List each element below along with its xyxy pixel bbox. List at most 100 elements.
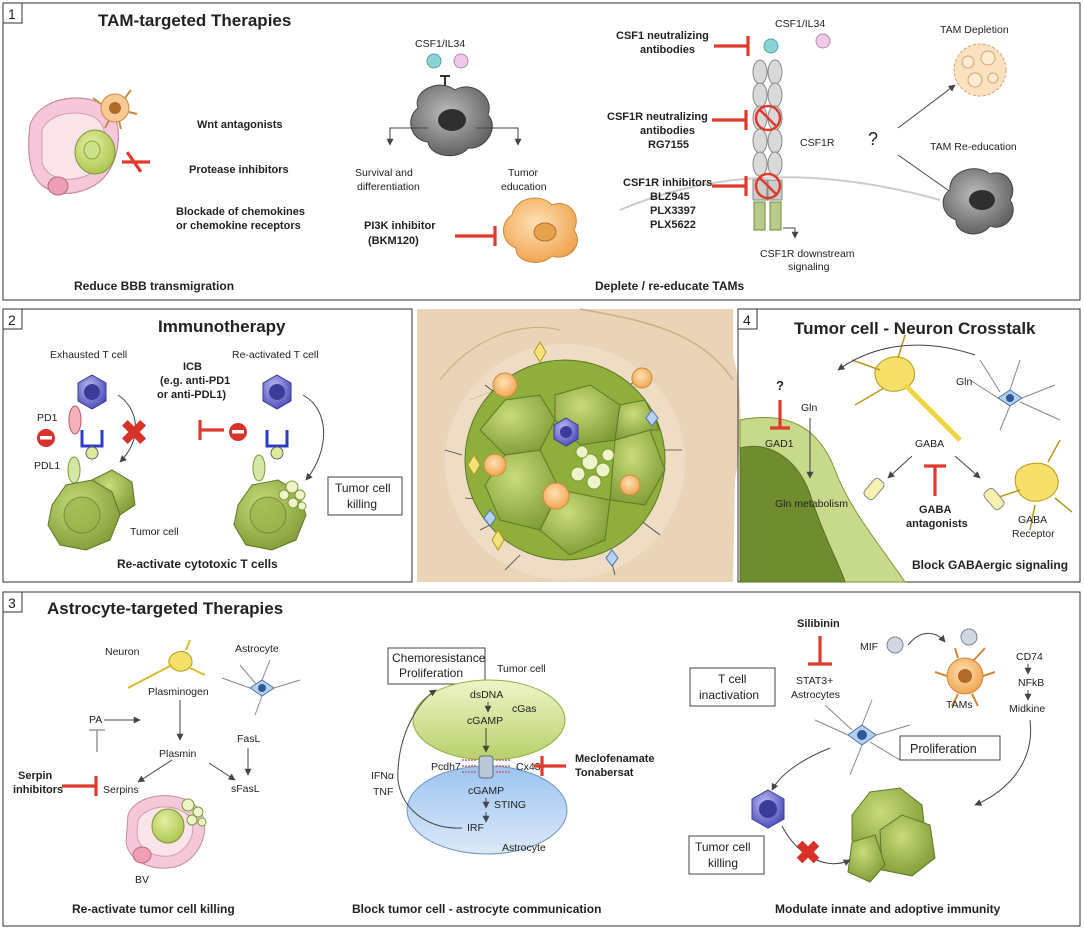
stat3-line2: Astrocytes [791, 689, 840, 701]
reactivated-tcell-label: Re-activated T cell [232, 349, 319, 361]
gad1-label: GAD1 [765, 438, 794, 450]
pdl1-label: PDL1 [34, 460, 60, 472]
no-symbol-icon-top [754, 104, 782, 132]
panel-1-question-mark: ? [868, 129, 878, 149]
gap-junction-icon [462, 755, 510, 779]
downstream-line1: CSF1R downstream [760, 248, 855, 260]
panel-1-number: 1 [8, 6, 16, 22]
chemoresistance-line1: Chemoresistance [392, 651, 486, 665]
cross-icon [121, 419, 147, 445]
tumor-killing-box [327, 476, 403, 516]
gln-left-label: Gln [801, 402, 818, 414]
gaba-receptor-right [983, 487, 1005, 511]
arrow-education [476, 127, 522, 146]
serpin-inhibitors-line2: inhibitors [13, 784, 63, 796]
panel-1-caption-left: Reduce BBB transmigration [74, 279, 234, 293]
tumor-cell-label: Tumor cell [130, 526, 179, 538]
tumor-killing-box-small [688, 835, 765, 875]
tumor-cell-large [739, 416, 906, 583]
arrow-killing [302, 394, 325, 481]
pi3k-line2: (BKM120) [368, 235, 419, 247]
csf1r-receptor-icon [752, 59, 783, 231]
survival-line1: Survival and [355, 167, 413, 179]
tumor-education-line2: education [501, 181, 547, 193]
astrocyte-icon [969, 359, 1061, 431]
csf1r-inhibitors-line4: PLX5622 [650, 219, 696, 231]
tumor-killing-line1: Tumor cell [335, 481, 391, 495]
csf1r-ab-line3: RG7155 [648, 139, 689, 151]
sfasl-label: sFasL [231, 783, 260, 795]
arrow-downstream [783, 227, 799, 239]
csf1r-inhibitors-line3: PLX3397 [650, 205, 696, 217]
csf1r-label: CSF1R [800, 137, 835, 149]
midkine-label: Midkine [1009, 703, 1045, 715]
arrow-depletion [897, 84, 956, 129]
tcell-inactivation-box [689, 667, 776, 707]
chemoresistance-line2: Proliferation [399, 666, 463, 680]
macrophage-icon [410, 75, 493, 157]
panel-1-caption-right: Deplete / re-educate TAMs [595, 279, 744, 293]
meclofenamate-label: Meclofenamate [575, 753, 654, 765]
exhausted-tcell-icon [68, 374, 107, 460]
csf1r-ab-line2: antibodies [640, 125, 695, 137]
panel-4-number-box [737, 308, 758, 330]
stat3-line1: STAT3+ [796, 675, 833, 687]
dsdna-label: dsDNA [470, 689, 503, 701]
tumor-cells-right [847, 787, 936, 883]
arrow-reeducation [897, 154, 956, 196]
silibinin-label: Silibinin [797, 618, 840, 630]
tcell-inactivation-line1: T cell [718, 672, 746, 686]
mif-molecule-bound-icon [960, 628, 978, 646]
tumor-killing-line2: killing [347, 497, 377, 511]
pdl1-receptor [67, 456, 81, 484]
panel-2-title: Immunotherapy [158, 317, 286, 336]
gaba-receptor-line1: GABA [1018, 514, 1047, 526]
tam-small-icon [934, 647, 996, 707]
panel-2-frame [2, 308, 413, 583]
il34-ligand-right-icon [815, 33, 831, 49]
icb-line1: ICB [183, 361, 202, 373]
astrocyte-label: Astrocyte [235, 643, 279, 655]
tam-depletion-label: TAM Depletion [940, 24, 1009, 36]
icb-line2: (e.g. anti-PD1 [160, 375, 230, 387]
reeducated-tam-icon [942, 168, 1014, 235]
panel-3-caption-mid: Block tumor cell - astrocyte communicati… [352, 902, 601, 916]
tnf-label: TNF [373, 786, 393, 798]
mif-label: MIF [860, 641, 878, 653]
astrocyte-oval [406, 765, 568, 855]
csf1r-ab-line1: CSF1R neutralizing [607, 111, 708, 123]
tumor-killing-small-line2: killing [708, 856, 738, 870]
csf1r-inhibitors-line1: CSF1R inhibitors [623, 177, 712, 189]
gln-right-label: Gln [956, 376, 973, 388]
il34-ligand-icon [453, 53, 469, 69]
csf1-ligand-icon [426, 53, 442, 69]
tam-reeducation-label: TAM Re-education [930, 141, 1017, 153]
protease-inhibitors-label: Protease inhibitors [189, 164, 289, 176]
cd74-label: CD74 [1016, 651, 1043, 663]
tams-label: TAMs [946, 699, 973, 711]
minus-glyph-right [232, 430, 244, 434]
proliferation-box [899, 735, 1001, 761]
gaba-receptor-left [863, 477, 885, 501]
bv-label: BV [135, 874, 149, 886]
mif-molecule-icon [886, 636, 904, 654]
arrow-plasmin-serpins [137, 759, 173, 783]
icb-line3: or anti-PDL1) [157, 389, 226, 401]
csf1-antibodies-line1: CSF1 neutralizing [616, 30, 709, 42]
panel-4-caption: Block GABAergic signaling [912, 558, 1068, 572]
cx43-label: Cx43 [516, 761, 541, 773]
sting-label: STING [494, 799, 526, 811]
tumor-cell-mid-label: Tumor cell [497, 663, 546, 675]
reactivated-tcell-icon [233, 374, 307, 551]
pa-label: PA [89, 714, 102, 726]
arrow-gaba-right [954, 455, 981, 479]
tcell-inactivation-line2: inactivation [699, 688, 759, 702]
astrocyte-mid-label: Astrocyte [502, 842, 546, 854]
panel-2-caption: Re-activate cytotoxic T cells [117, 557, 278, 571]
blood-vessel-small [125, 795, 207, 869]
tonabersat-label: Tonabersat [575, 767, 634, 779]
panel-4-title: Tumor cell - Neuron Crosstalk [794, 319, 1036, 338]
astrocyte-small-icon [221, 659, 301, 716]
tcell-small-icon [751, 789, 785, 829]
